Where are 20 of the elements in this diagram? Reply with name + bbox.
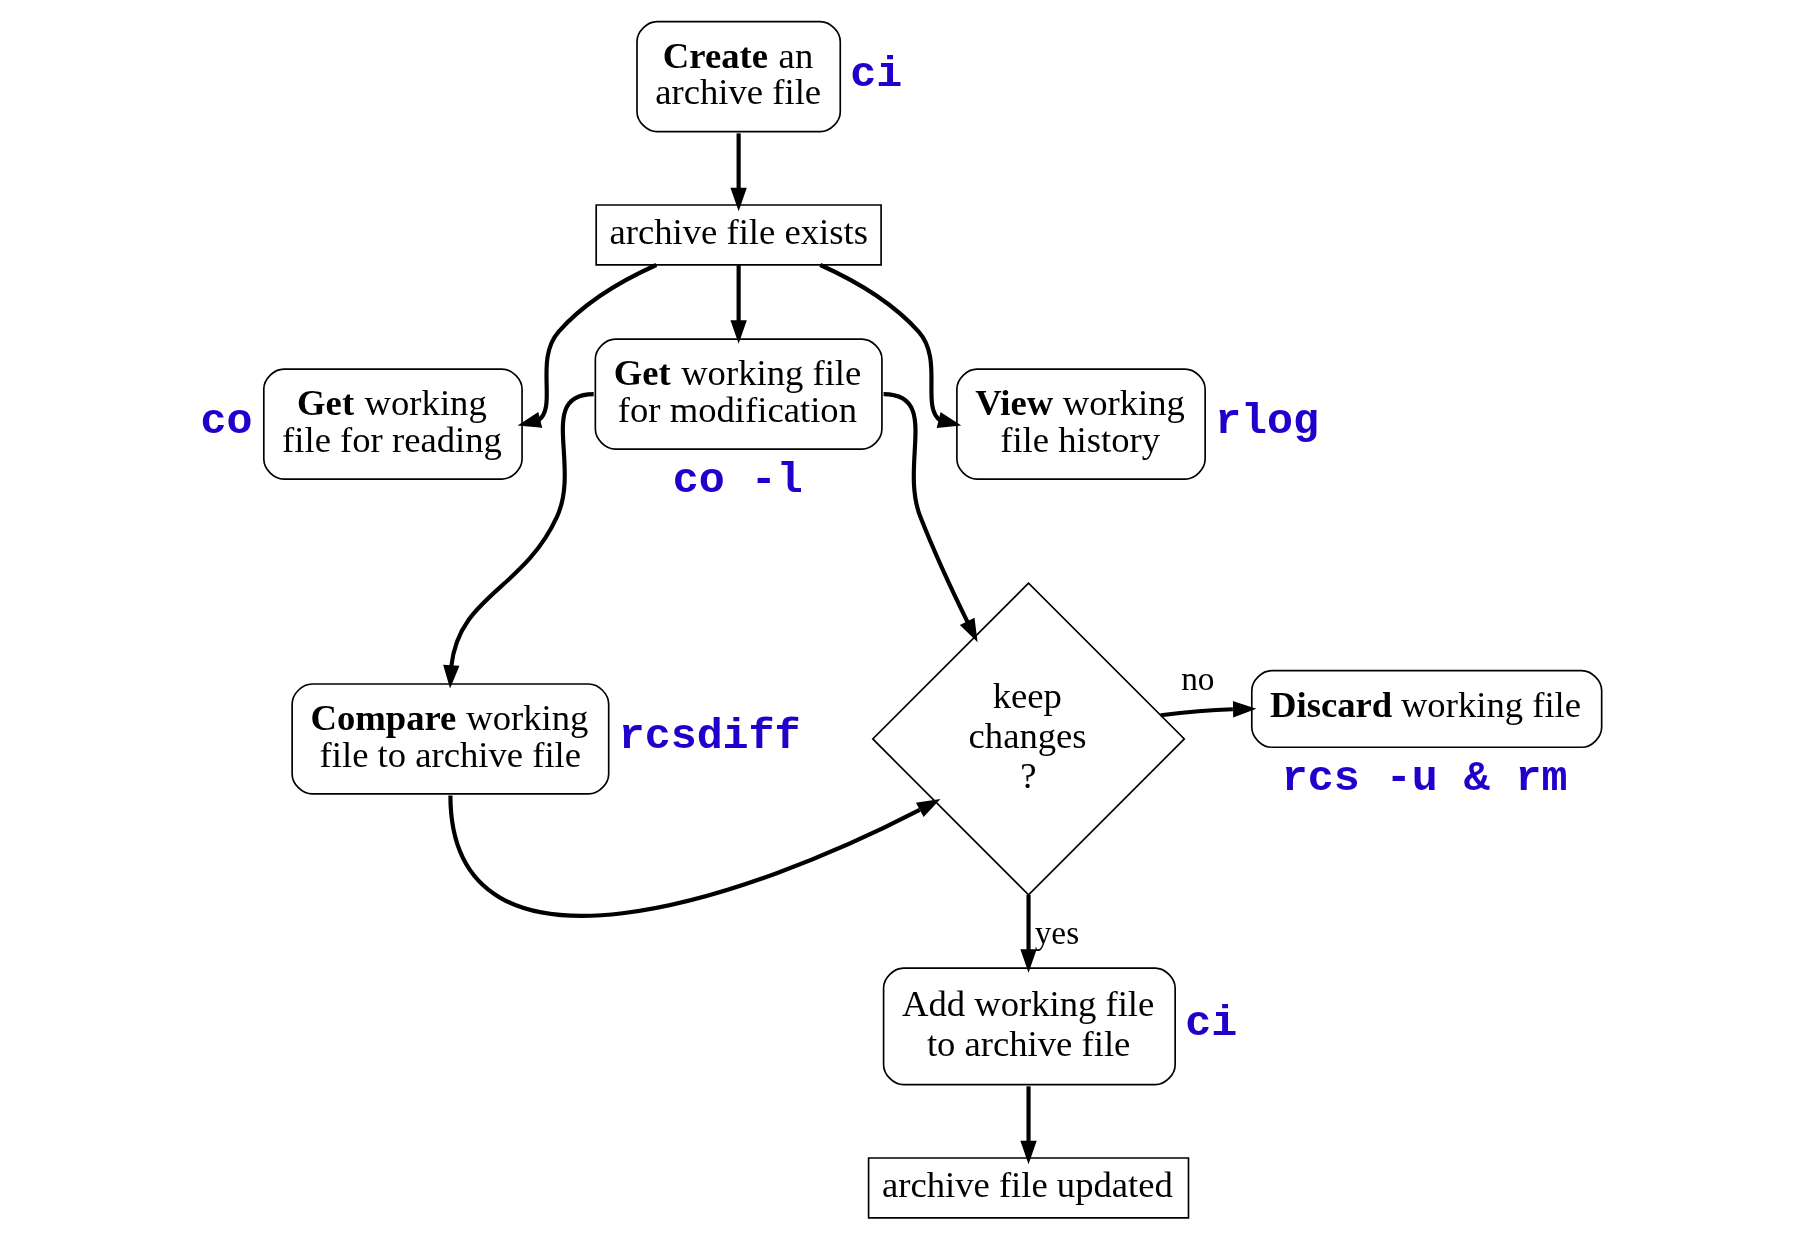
arrow [730, 133, 747, 212]
arrow [443, 392, 594, 689]
node-label: co [200, 396, 253, 446]
node-box: archive file exists [595, 204, 882, 266]
node-label: rcs -u & rm [1281, 754, 1568, 804]
node-label: rlog [1215, 396, 1320, 446]
node-box: archive file updated [867, 1157, 1190, 1219]
arrow [517, 263, 658, 428]
arrow [730, 265, 747, 344]
arrow [448, 795, 941, 918]
arrow [883, 392, 978, 643]
arrow [819, 263, 962, 428]
arrow [1020, 894, 1037, 973]
node-label: ci [1185, 999, 1238, 1049]
arrow [1160, 701, 1257, 718]
edge-label: yes [1034, 914, 1080, 952]
node-label: rcsdiff [618, 711, 801, 761]
node-label: ci [850, 49, 903, 99]
node-label: co -l [672, 456, 803, 506]
arrow [1020, 1086, 1037, 1165]
